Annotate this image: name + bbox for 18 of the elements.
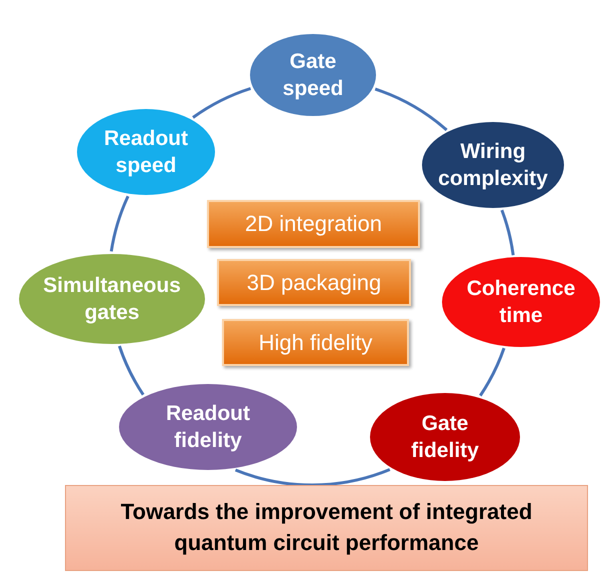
connector-arc <box>110 196 130 252</box>
connector-arc <box>118 345 144 396</box>
ellipse-node: Coherence time <box>441 256 601 348</box>
process-box: High fidelity <box>222 319 409 366</box>
ellipse-node: Readout speed <box>76 108 216 196</box>
connector-arc <box>192 87 252 119</box>
connector-arc <box>500 210 515 256</box>
connector-arc <box>235 468 390 486</box>
ellipse-node: Gate speed <box>249 33 377 117</box>
connector-arc <box>374 88 448 132</box>
ellipse-node: Gate fidelity <box>369 392 521 482</box>
ellipse-node: Readout fidelity <box>118 383 298 471</box>
process-box: 2D integration <box>207 200 420 248</box>
ellipse-node: Simultaneous gates <box>18 253 206 345</box>
connector-arc <box>479 348 506 396</box>
caption-box: Towards the improvement of integrated quantum circuit performance <box>65 485 588 571</box>
ellipse-node: Wiring complexity <box>421 121 565 209</box>
process-box: 3D packaging <box>217 259 411 306</box>
